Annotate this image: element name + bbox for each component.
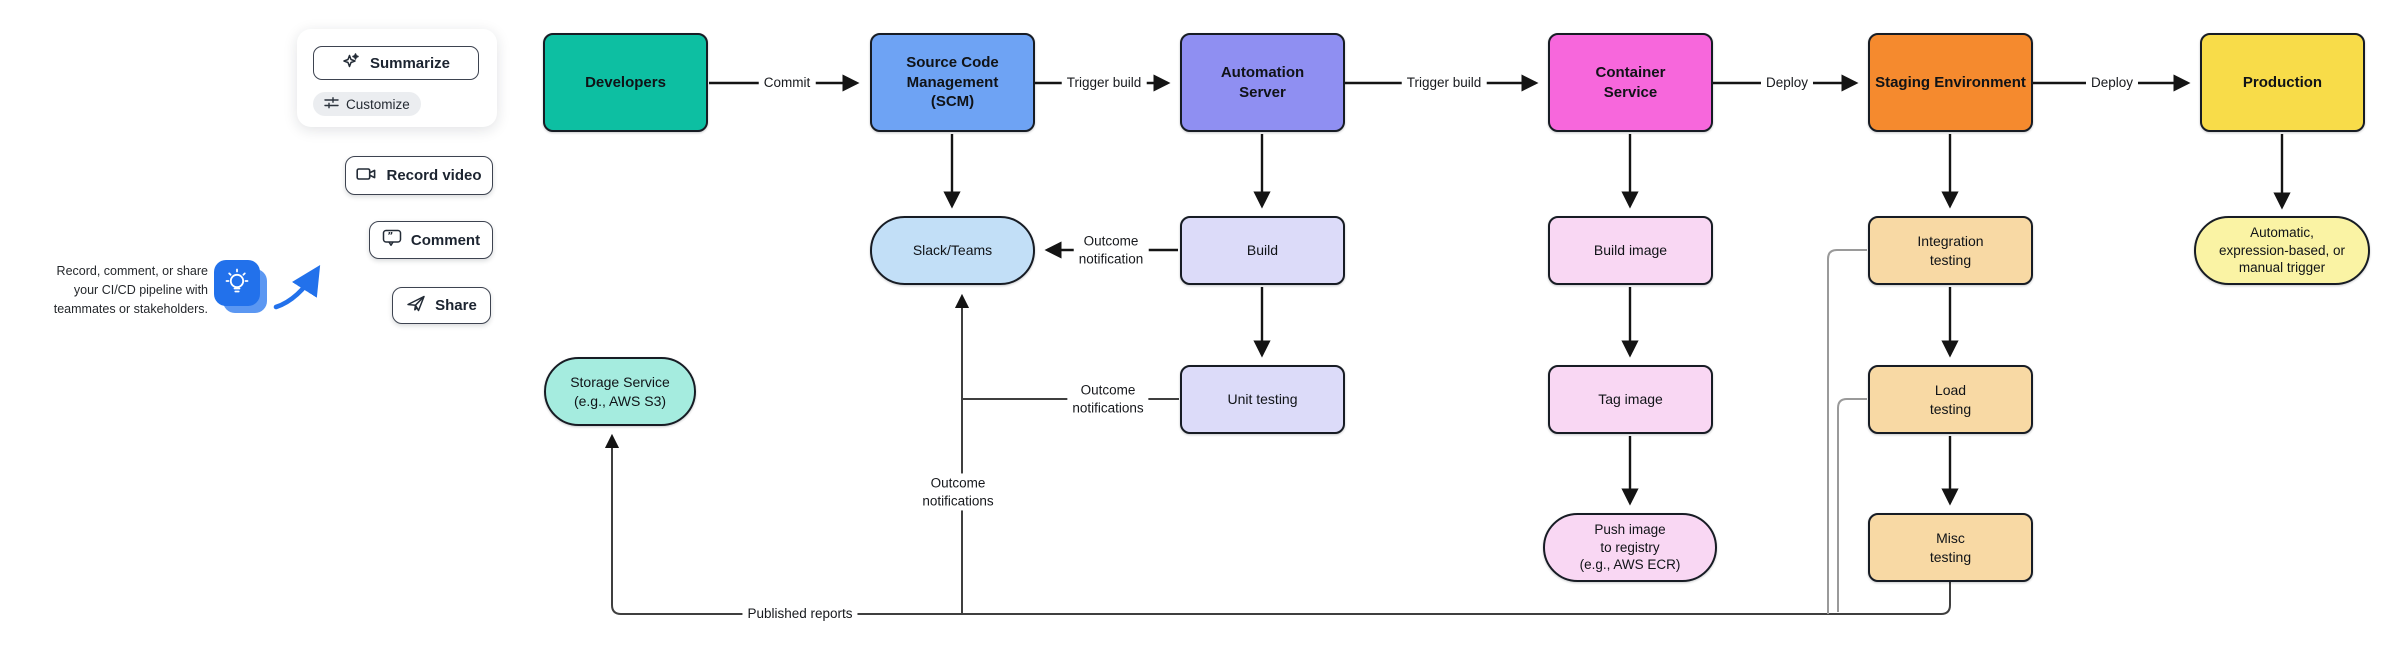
node-load-testing[interactable]: Load testing bbox=[1868, 365, 2033, 434]
node-storage-service[interactable]: Storage Service (e.g., AWS S3) bbox=[544, 357, 696, 426]
node-label: Slack/Teams bbox=[912, 242, 993, 259]
node-build-image[interactable]: Build image bbox=[1548, 216, 1713, 285]
edge-published-reports-line bbox=[604, 433, 1951, 615]
record-video-button[interactable]: Record video bbox=[345, 156, 493, 195]
node-production[interactable]: Production bbox=[2200, 33, 2365, 132]
node-label: Source Code Management (SCM) bbox=[906, 54, 999, 111]
node-tag-image[interactable]: Tag image bbox=[1548, 365, 1713, 434]
node-automation-server[interactable]: Automation Server bbox=[1180, 33, 1345, 132]
paper-plane-icon bbox=[406, 294, 426, 317]
edge-integration-outcome-line bbox=[1827, 249, 1867, 614]
node-label: Container Service bbox=[1595, 64, 1666, 101]
node-label: Staging Environment bbox=[1875, 73, 2026, 91]
edge-label-deploy-2[interactable]: Deploy bbox=[2085, 73, 2139, 93]
node-label: Unit testing bbox=[1227, 391, 1298, 408]
comment-button[interactable]: ” Comment bbox=[369, 221, 493, 259]
summarize-button-label: Summarize bbox=[369, 54, 451, 72]
customize-button[interactable]: Customize bbox=[313, 92, 421, 116]
node-developers[interactable]: Developers bbox=[543, 33, 708, 132]
edge-label-outcome-notification[interactable]: Outcome notification bbox=[1073, 231, 1149, 269]
edge-label-outcome-notifications-tests[interactable]: Outcome notifications bbox=[917, 473, 999, 511]
sparkle-icon bbox=[342, 52, 361, 75]
share-button-label: Share bbox=[435, 297, 477, 314]
node-label: Developers bbox=[585, 73, 666, 91]
customize-button-label: Customize bbox=[346, 96, 410, 112]
node-label: Load testing bbox=[1929, 382, 1972, 417]
comment-bubble-icon: ” bbox=[382, 229, 402, 251]
node-label: Tag image bbox=[1598, 391, 1663, 408]
edge-label-outcome-notifications-unit[interactable]: Outcome notifications bbox=[1067, 380, 1149, 418]
node-staging-environment[interactable]: Staging Environment bbox=[1868, 33, 2033, 132]
test-outcome-paths bbox=[1827, 249, 1867, 614]
edge-label-published-reports[interactable]: Published reports bbox=[742, 604, 858, 624]
edge-label-trigger-build-1[interactable]: Trigger build bbox=[1061, 73, 1147, 93]
node-misc-testing[interactable]: Misc testing bbox=[1868, 513, 2033, 582]
share-button[interactable]: Share bbox=[392, 287, 491, 324]
edge-label-commit[interactable]: Commit bbox=[758, 73, 816, 93]
edge-label-deploy-1[interactable]: Deploy bbox=[1760, 73, 1814, 93]
record-video-button-label: Record video bbox=[386, 167, 482, 184]
curved-arrow-icon bbox=[273, 265, 321, 310]
sliders-icon bbox=[324, 96, 339, 112]
node-slack-teams[interactable]: Slack/Teams bbox=[870, 216, 1035, 285]
node-container-service[interactable]: Container Service bbox=[1548, 33, 1713, 132]
node-push-image-to-registry[interactable]: Push image to registry (e.g., AWS ECR) bbox=[1543, 513, 1717, 582]
node-unit-testing[interactable]: Unit testing bbox=[1180, 365, 1345, 434]
node-label: Automation Server bbox=[1220, 64, 1305, 101]
summarize-button[interactable]: Summarize bbox=[313, 46, 479, 80]
node-label: Push image to registry (e.g., AWS ECR) bbox=[1579, 522, 1681, 573]
node-label: Production bbox=[2242, 73, 2323, 91]
node-label: Automatic, expression-based, or manual t… bbox=[2218, 225, 2346, 276]
node-label: Misc testing bbox=[1929, 530, 1972, 565]
node-source-code-management[interactable]: Source Code Management (SCM) bbox=[870, 33, 1035, 132]
svg-text:”: ” bbox=[387, 232, 393, 242]
node-label: Storage Service (e.g., AWS S3) bbox=[570, 374, 670, 409]
node-build[interactable]: Build bbox=[1180, 216, 1345, 285]
comment-button-label: Comment bbox=[410, 231, 481, 249]
node-automatic-trigger[interactable]: Automatic, expression-based, or manual t… bbox=[2194, 216, 2370, 285]
panel-caption: Record, comment, or share your CI/CD pip… bbox=[53, 264, 208, 316]
main-flow-arrows bbox=[709, 74, 2291, 506]
lightbulb-icon[interactable] bbox=[214, 260, 260, 306]
edge-load-outcome-line bbox=[1837, 398, 1867, 612]
edge-label-trigger-build-2[interactable]: Trigger build bbox=[1401, 73, 1487, 93]
video-camera-icon bbox=[356, 166, 377, 186]
node-label: Build image bbox=[1593, 242, 1668, 259]
node-integration-testing[interactable]: Integration testing bbox=[1868, 216, 2033, 285]
node-label: Build bbox=[1246, 242, 1279, 259]
notification-paths bbox=[604, 293, 1951, 615]
node-label: Integration testing bbox=[1917, 233, 1984, 268]
